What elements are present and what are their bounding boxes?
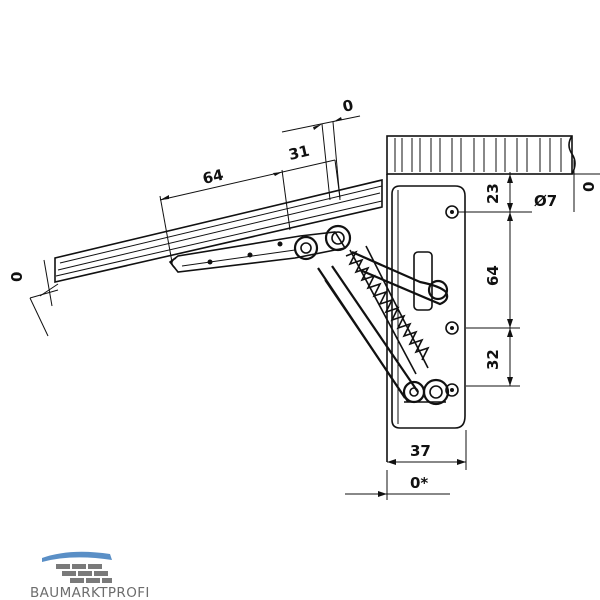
dim-0-star-bottom: 0* <box>410 474 428 492</box>
pivot-joints <box>293 224 352 261</box>
flap-door <box>54 178 383 284</box>
dim-64-right: 64 <box>484 265 502 286</box>
dim-37: 37 <box>410 442 431 460</box>
dimension-lines <box>29 115 600 500</box>
dim-31-top: 31 <box>287 142 311 164</box>
cabinet-side-panel <box>386 135 576 462</box>
logo-text: BAUMARKTPROFI <box>30 585 150 600</box>
dim-0-left: 0 <box>8 272 26 282</box>
baumarktprofi-logo: BAUMARKTPROFI <box>30 551 150 600</box>
spring <box>345 245 430 375</box>
dim-23: 23 <box>484 183 502 204</box>
dimension-labels: 64 31 0 0 23 Ø7 64 32 0 37 0* <box>8 96 598 492</box>
dim-32: 32 <box>484 349 502 370</box>
mounting-plate <box>391 185 466 429</box>
dim-0-top: 0 <box>341 96 355 116</box>
link-arms <box>317 250 449 403</box>
screw-holes <box>445 205 459 397</box>
lower-pivot-joints <box>402 378 450 406</box>
upper-arm-bracket <box>168 231 347 273</box>
dim-64-top: 64 <box>201 166 225 188</box>
dim-diameter-7: Ø7 <box>534 192 557 210</box>
dim-0-right: 0 <box>580 182 598 192</box>
